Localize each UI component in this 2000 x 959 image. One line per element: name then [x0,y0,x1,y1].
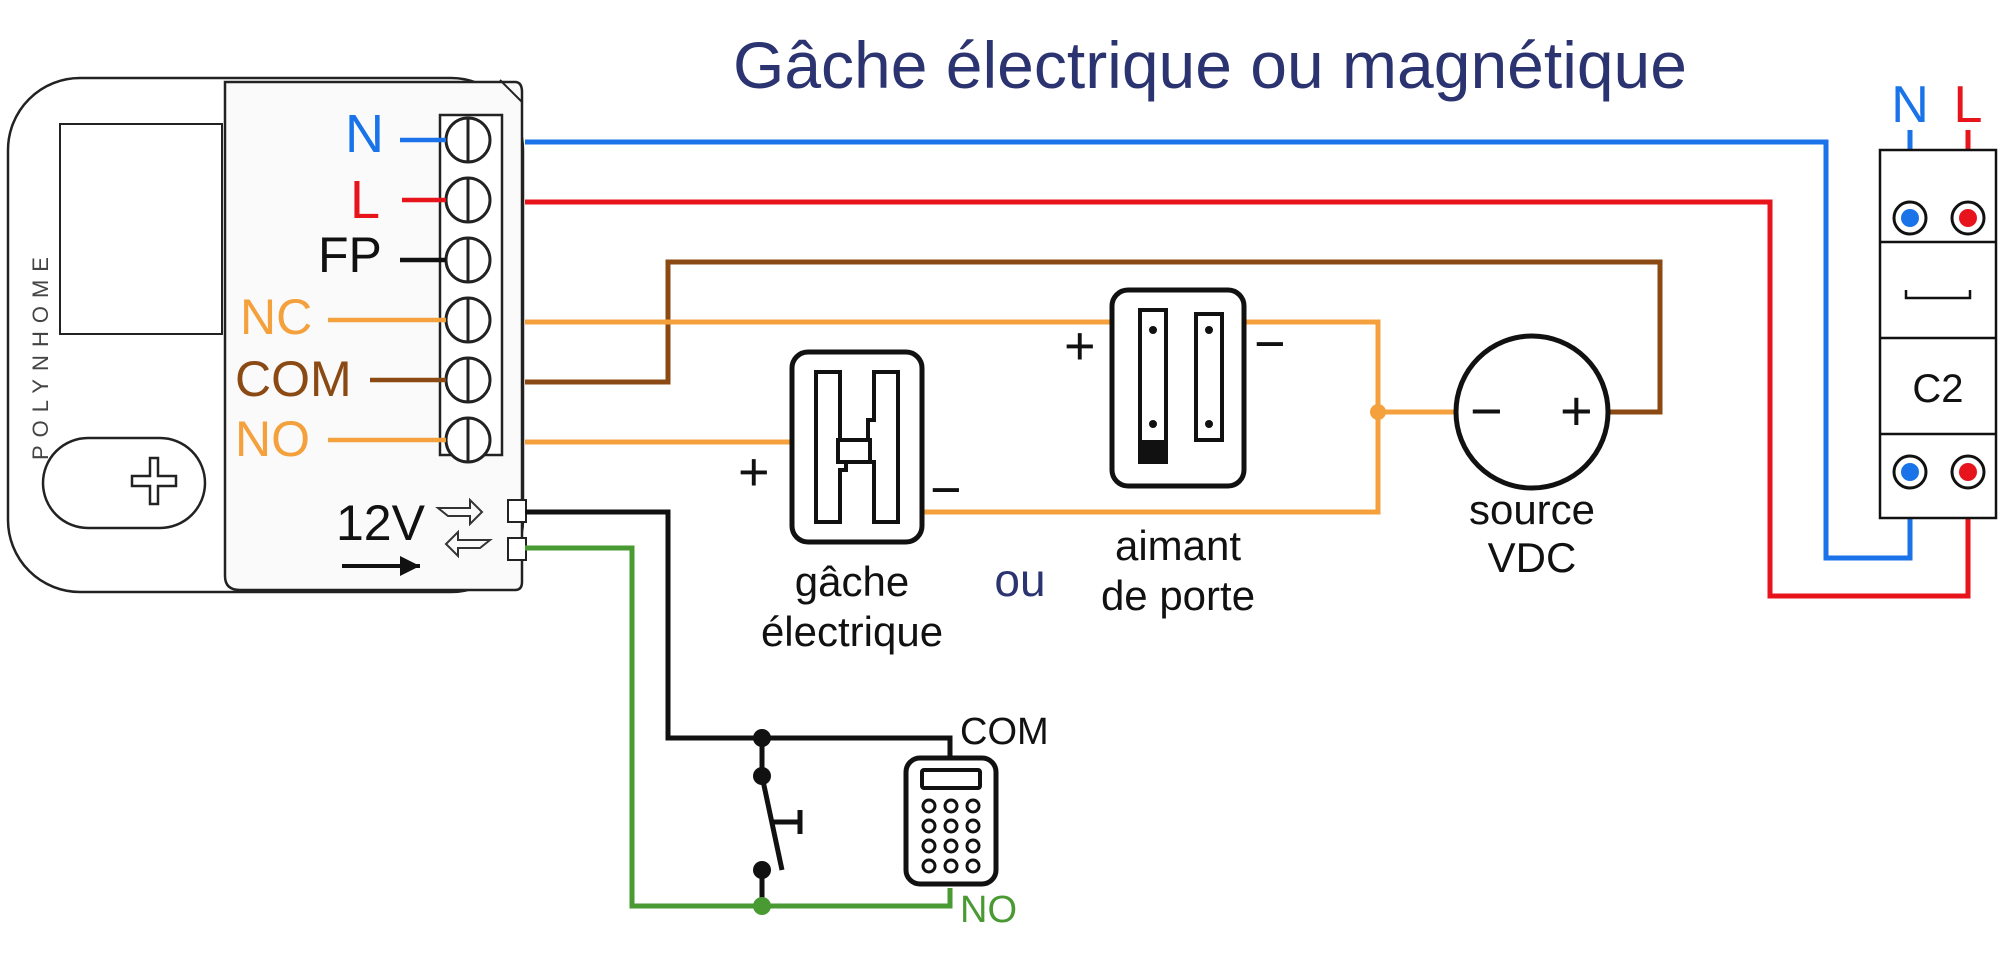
push-button-switch [753,729,803,915]
terminal-label-l: L [350,170,380,230]
wire-input-green [525,545,953,909]
magnet-minus: − [1254,314,1286,374]
magnet-label-line1: aimant [1115,522,1241,569]
diagram-title: Gâche électrique ou magnétique [733,28,1687,102]
polynhome-module: POLYNHOME [6,76,527,594]
magnet-plus: + [1064,316,1096,376]
input-arrow-left-icon [444,529,493,559]
breaker-l-label: L [1954,76,1983,134]
wire-com [525,259,1663,415]
terminal-screws [444,116,492,464]
keypad-icon [903,755,999,887]
terminal-label-no: NO [235,411,310,467]
breaker-label: C2 [1912,367,1963,411]
junction-orange [1370,404,1386,420]
keypad-com-label: COM [960,711,1049,753]
terminal-label-nc: NC [240,289,312,345]
input-label-12v: 12V [336,495,426,551]
door-magnet-icon [1109,287,1247,489]
wire-neutral [525,139,1913,561]
wire-input-black [525,509,953,768]
strike-minus: − [930,460,962,520]
electric-strike-icon [789,349,925,545]
circuit-breaker-c2 [1878,148,1998,520]
strike-label-line1: gâche [795,558,909,605]
source-label-line1: source [1469,486,1595,533]
plug-outline [41,436,207,530]
terminal-label-fp: FP [318,227,382,283]
terminal-label-n: N [345,104,384,164]
strike-plus: + [738,442,770,502]
keypad-no-label: NO [960,889,1017,931]
wire-live [525,199,1971,599]
source-plus: + [1560,379,1593,442]
plus-screw-icon [130,456,178,506]
module-brand: POLYNHOME [28,249,53,460]
terminal-label-com: COM [235,351,352,407]
source-label-line2: VDC [1488,534,1577,581]
breaker-n-label: N [1891,76,1929,134]
vdc-source-circle [1453,333,1611,491]
magnet-label-line2: de porte [1101,572,1255,619]
strike-label-line2: électrique [761,608,943,655]
or-label: ou [994,554,1045,606]
source-minus: − [1470,379,1503,442]
input-arrow-right-icon [435,497,484,527]
